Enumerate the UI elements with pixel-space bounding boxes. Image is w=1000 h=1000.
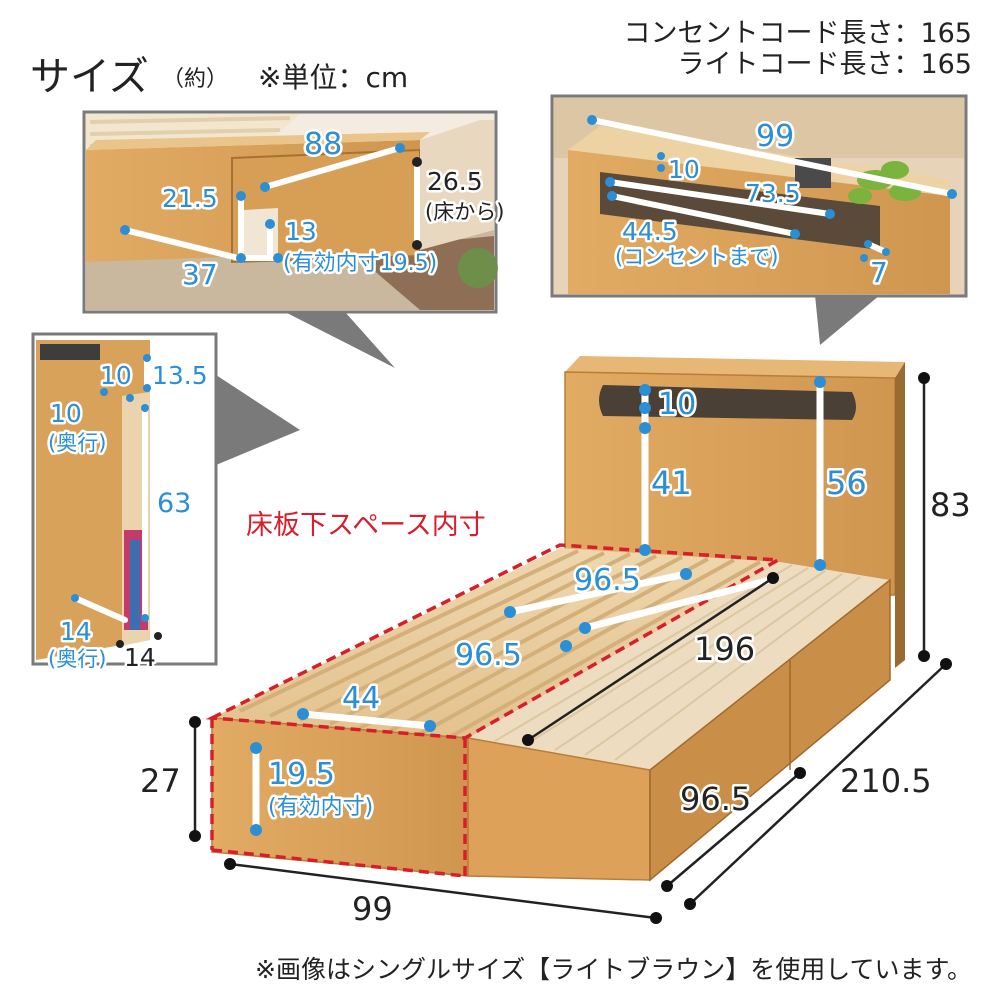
rug-icon bbox=[458, 248, 498, 288]
side-panel-long bbox=[649, 578, 891, 882]
slat-width-top-label: 96.5 bbox=[574, 563, 641, 598]
page-title: サイズ bbox=[30, 54, 149, 100]
headboard-end-height-label: 7 bbox=[870, 256, 888, 289]
outlet-position-label: 44.5 bbox=[622, 217, 678, 246]
drawer-depth-label: 37 bbox=[182, 258, 218, 291]
drawer-side-height-label: 21.5 bbox=[162, 184, 218, 213]
side-inset: 10 13.5 10 (奥行) 63 14 (奥行) 14 bbox=[31, 332, 300, 675]
drawer-inset-pointer bbox=[285, 312, 395, 368]
side-panel bbox=[36, 340, 150, 660]
slat-width-mid-label: 96.5 bbox=[455, 638, 522, 673]
total-width-label: 99 bbox=[352, 890, 393, 928]
frame-height-label: 27 bbox=[140, 762, 181, 800]
footer-note: ※画像はシングルサイズ【ライトブラウン】を使用しています。 bbox=[255, 955, 972, 984]
headboard-inner-height-label: 56 bbox=[826, 464, 867, 502]
headboard-inset-pointer bbox=[815, 295, 880, 345]
headboard-shelf bbox=[599, 385, 856, 420]
drawer-front bbox=[231, 148, 421, 264]
drawer-front-height-note: (床から) bbox=[425, 200, 504, 224]
side-height-label: 96.5 bbox=[680, 780, 751, 818]
inner-height-note: (有効内寸) bbox=[268, 795, 373, 820]
inner-height-label: 19.5 bbox=[268, 757, 335, 792]
headboard-width-label: 99 bbox=[756, 119, 794, 154]
main-bed: 床板下スペース内寸 bbox=[138, 356, 973, 931]
headboard-shelf-width-label: 73.5 bbox=[745, 179, 801, 208]
side-height-label: 63 bbox=[157, 488, 191, 519]
side-bottom-width-label: 14 bbox=[124, 643, 156, 672]
cord-lengths: コンセントコード長さ：165 ライトコード長さ：165 bbox=[623, 18, 972, 80]
total-height-label: 83 bbox=[930, 486, 971, 524]
unit-note: ※単位：cm bbox=[258, 61, 408, 94]
title-note: （約） bbox=[162, 67, 228, 92]
slat-section-label: 44 bbox=[342, 681, 380, 716]
side-top-depth-label: 13.5 bbox=[152, 361, 208, 390]
total-length-label: 210.5 bbox=[840, 762, 932, 800]
headboard-shelf-height-label: 10 bbox=[658, 387, 696, 422]
side-shelf-depth-label: 10 bbox=[50, 399, 82, 428]
drawer-width-label: 88 bbox=[304, 127, 342, 162]
headboard-shelf-depth-label: 10 bbox=[668, 155, 700, 184]
drawer-inner-depth-note: (有効内寸19.5) bbox=[283, 251, 437, 276]
side-bottom-depth-note: (奥行) bbox=[48, 647, 106, 671]
inner-length-label: 196 bbox=[694, 630, 755, 668]
underfloor-space-outline bbox=[205, 543, 784, 878]
underfloor-space-label: 床板下スペース内寸 bbox=[246, 510, 486, 541]
headboard-inset: 99 10 73.5 44.5 (コンセントまで) 7 bbox=[550, 94, 968, 345]
drawer-front-height-label: 26.5 bbox=[427, 167, 483, 196]
side-bottom-depth-label: 14 bbox=[60, 617, 92, 646]
outlet-cord-length: コンセントコード長さ：165 bbox=[623, 18, 972, 49]
drawer-inner-depth-label: 13 bbox=[285, 217, 317, 246]
header: サイズ （約） ※単位：cm bbox=[30, 54, 408, 100]
light-cord-length: ライトコード長さ：165 bbox=[677, 49, 972, 80]
side-inset-pointer bbox=[216, 375, 300, 465]
side-top-width-label: 10 bbox=[100, 361, 132, 390]
drawer-inset: 88 21.5 26.5 (床から) 13 (有効内寸19.5) 37 bbox=[82, 110, 507, 368]
side-shelf-depth-note: (奥行) bbox=[48, 431, 106, 455]
outlet-position-note: (コンセントまで) bbox=[615, 245, 778, 269]
headboard-lower-height-label: 41 bbox=[651, 464, 692, 502]
